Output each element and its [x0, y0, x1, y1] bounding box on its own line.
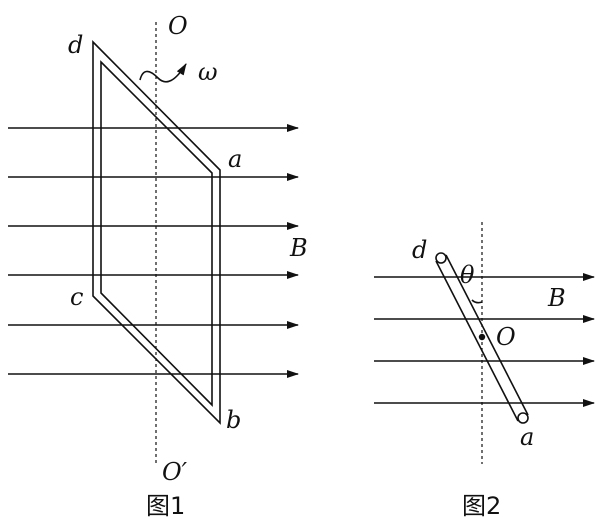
fig2-center-label: O — [496, 323, 516, 351]
fig2-coil-edge — [435, 252, 529, 424]
fig1-axis-top-label: O — [168, 12, 188, 40]
fig1-caption: 图1 — [146, 492, 185, 520]
fig1-omega-label: ω — [198, 58, 218, 86]
fig1-coil-inner — [100, 60, 213, 407]
fig2-caption: 图2 — [462, 492, 501, 520]
fig1-vertex-b-label: b — [226, 406, 241, 434]
fig1-coil-outer — [92, 40, 221, 425]
fig2-field-lines — [374, 273, 595, 407]
fig2-center-dot — [478, 333, 486, 341]
fig2-end-a — [517, 412, 529, 424]
figure-1: O O′ ω d a c b B 图1 — [8, 12, 308, 520]
fig1-field-lines — [8, 124, 299, 378]
fig1-rotation-arrow — [139, 63, 187, 83]
fig1-vertex-d-label: d — [68, 31, 83, 59]
fig2-coil-side-right — [445, 254, 529, 416]
fig1-coil — [92, 40, 221, 425]
fig2-end-a-label: a — [520, 423, 534, 451]
fig1-vertex-a-label: a — [228, 145, 242, 173]
fig2-theta-arc — [471, 299, 483, 304]
fig1-axis-bottom-label: O′ — [162, 458, 188, 486]
fig2-end-d-label: d — [412, 236, 427, 264]
fig1-field-label: B — [289, 234, 308, 262]
fig1-vertex-c-label: c — [70, 283, 83, 311]
fig2-theta-label: θ — [460, 261, 475, 289]
figure-2: d θ O B a 图2 — [374, 222, 595, 520]
fig2-coil-side-left — [435, 260, 519, 422]
fig2-field-label: B — [547, 284, 566, 312]
fig2-end-d — [435, 252, 447, 264]
